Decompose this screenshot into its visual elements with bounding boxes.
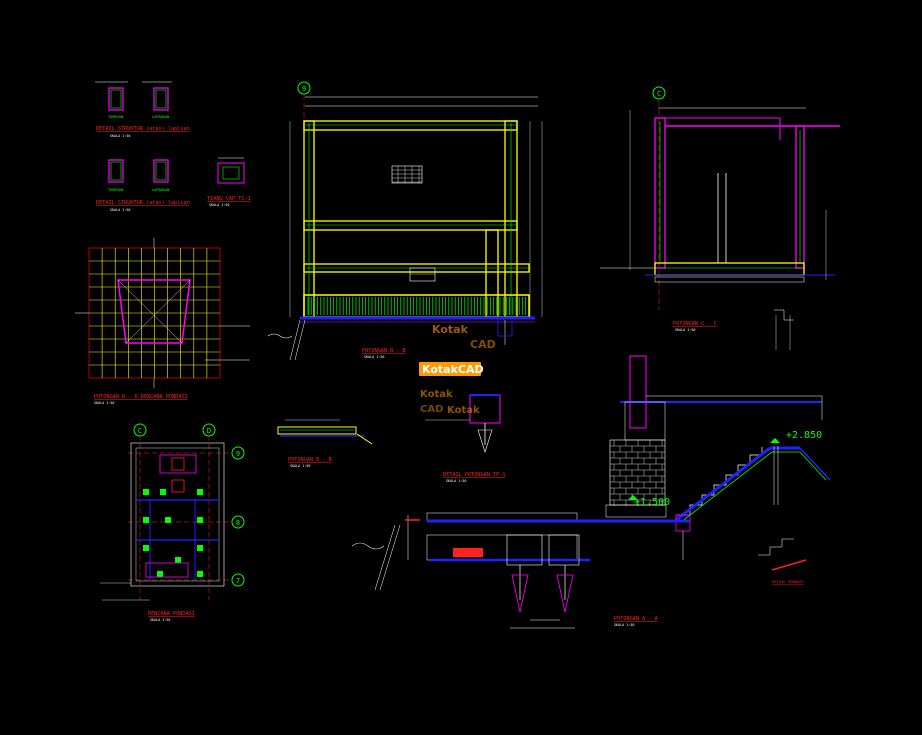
- main-elevation: 9 POTONGAN B - B: [267, 81, 543, 361]
- scale-label-10: SKALA 1:50: [150, 618, 170, 622]
- tumpuan-label-2: TUMPUAN: [108, 188, 123, 192]
- foundation-plan: C D 9 8 7 RENCANA PONDASI SKALA 1:50: [100, 423, 245, 622]
- red-marker: [453, 548, 483, 557]
- grid-bubble-9-top: 9: [302, 85, 306, 93]
- foundation-grid-plan: POTONGAN D - D RENCANA PONDASI SKALA 1:5…: [75, 238, 250, 405]
- grid-bubble-7-plan: 7: [236, 577, 240, 585]
- scale-label-2: SKALA 1:50: [110, 208, 130, 212]
- small-section-b: POTONGAN B - B SKALA 1:50: [277, 419, 373, 468]
- grid-bubble-c-plan: C: [138, 427, 142, 435]
- section-c-title: POTONGAN C - C: [673, 321, 717, 327]
- section-c-drawing: C POTONGAN C - C SKALA 1:50: [600, 86, 840, 350]
- watermark-main: KotakCAD: [422, 363, 484, 376]
- plan-title: RENCANA PONDASI: [148, 611, 195, 617]
- scale-label-9: SKALA 1:50: [614, 623, 634, 627]
- section-d-title: POTONGAN D - D RENCANA PONDASI: [94, 394, 188, 400]
- scale-label-8: SKALA 1:50: [446, 479, 466, 483]
- watermark-fragment-4: Kotak: [447, 405, 480, 416]
- detail-tp1-title: DETAIL POTONGAN TP-1: [443, 472, 505, 478]
- scale-label-5: SKALA 1:50: [364, 355, 384, 359]
- scale-label-4: SKALA 1:50: [94, 401, 114, 405]
- grid-bubble-c-top: C: [657, 90, 661, 98]
- foundation-section-a: POTONGAN A - A SKALA 1:50: [351, 512, 690, 629]
- scale-label-1: SKALA 1:50: [110, 134, 130, 138]
- grid-bubble-d-plan: D: [207, 427, 211, 435]
- watermark-group: Kotak CAD KotakCAD Kotak Kotak CAD: [419, 323, 496, 416]
- beam-detail-group-2: TUMPUAN LAPANGAN DETAIL STRUKTUR (atas) …: [96, 159, 190, 212]
- lapangan-label-1: LAPANGAN: [152, 115, 169, 119]
- scale-label-6: SKALA 1:50: [675, 328, 695, 332]
- small-detail-title: DETAIL PONDASI: [772, 579, 804, 584]
- detail-top-1-title: DETAIL STRUKTUR (atas) lapisan: [96, 126, 190, 132]
- scale-label-7: SKALA 1:50: [290, 464, 310, 468]
- tiang-cap-detail: TIANG CAP TC-1 SKALA 1:50: [207, 157, 251, 207]
- lapangan-label-2: LAPANGAN: [152, 188, 169, 192]
- grid-bubble-9-plan: 9: [236, 450, 240, 458]
- watermark-fragment-2: CAD: [470, 338, 496, 351]
- scale-label-3: SKALA 1:50: [209, 203, 229, 207]
- section-a-title: POTONGAN A - A: [614, 616, 659, 622]
- tiang-cap-title: TIANG CAP TC-1: [207, 196, 251, 202]
- grid-bubble-8-plan: 8: [236, 519, 240, 527]
- section-b-small-title: POTONGAN B - B: [288, 457, 332, 463]
- section-b-main-title: POTONGAN B - B: [362, 348, 406, 354]
- watermark-badge: [419, 362, 481, 376]
- stair-section: +2.850 +1.500 DETAIL PONDASI: [605, 355, 831, 584]
- elevation-upper: +2.850: [786, 430, 822, 441]
- detail-top-2-title: DETAIL STRUKTUR (atas) lapisan: [96, 200, 190, 206]
- watermark-fragment-1: Kotak: [432, 323, 469, 336]
- watermark-fragment-5: CAD: [420, 404, 443, 415]
- tumpuan-label-1: TUMPUAN: [108, 115, 123, 119]
- elevation-lower: +1.500: [634, 497, 670, 508]
- detail-tp1: DETAIL POTONGAN TP-1 SKALA 1:50: [425, 394, 505, 483]
- watermark-fragment-3: Kotak: [420, 389, 453, 400]
- beam-detail-group-1: TUMPUAN LAPANGAN DETAIL STRUKTUR (atas) …: [95, 81, 190, 138]
